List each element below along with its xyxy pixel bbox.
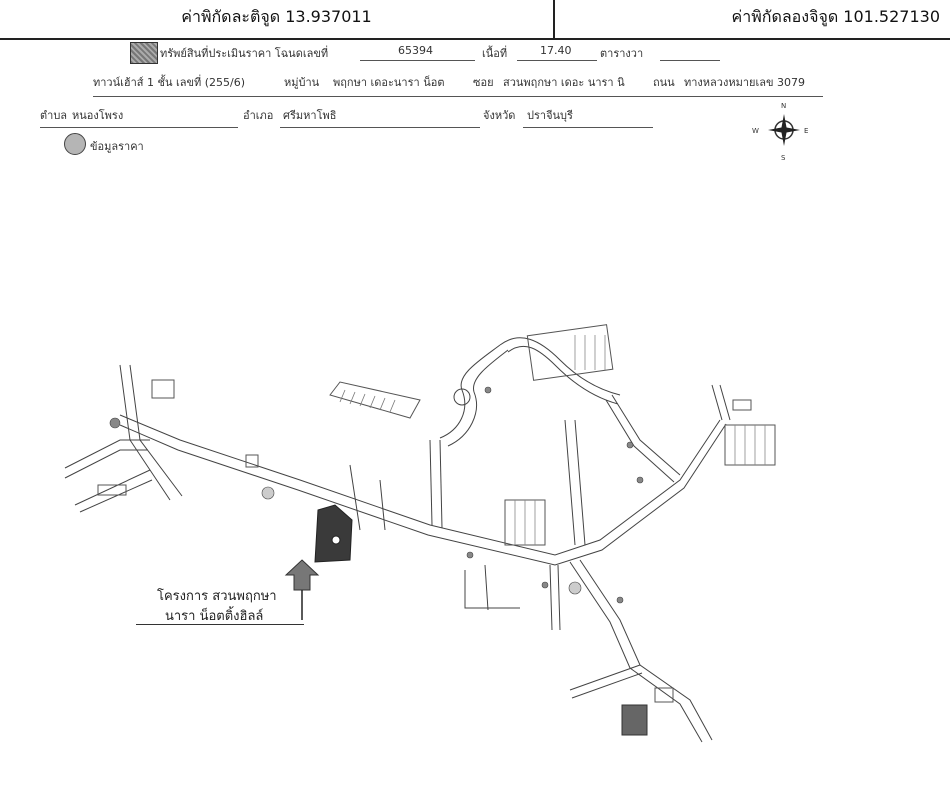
ring-loop-edge — [507, 345, 619, 405]
tambon-label: ตำบล — [40, 109, 68, 122]
west-vertical — [119, 364, 171, 501]
longitude-label: ค่าพิกัดลองจิจูด 101.527130 — [731, 7, 940, 26]
project-site-marker — [331, 535, 341, 545]
province-underline — [523, 127, 653, 128]
housing-block-south — [621, 704, 648, 736]
village-label: หมู่บ้าน — [284, 76, 320, 89]
compass-n: N — [781, 102, 786, 110]
building-west-1 — [151, 379, 175, 399]
housing-block-north — [329, 381, 421, 419]
road-network — [64, 337, 731, 743]
amphoe-value: ศรีมหาโพธิ — [283, 109, 337, 122]
tambon-value: หนองโพรง — [72, 109, 124, 122]
local-road-1 — [464, 570, 520, 609]
project-site-block — [314, 504, 353, 563]
landmark-icons — [109, 386, 644, 604]
project-access-edge — [379, 479, 386, 531]
far-east-road-edge — [719, 384, 731, 421]
housing-block-east — [724, 424, 776, 466]
price-data-circle-icon — [64, 133, 86, 155]
province-label: จังหวัด — [483, 109, 516, 122]
far-east-road — [711, 384, 723, 421]
amphoe-label: อำเภอ — [243, 109, 274, 122]
project-access — [349, 464, 361, 531]
village-value: พฤกษา เดอะนารา น็อต — [333, 76, 445, 89]
latitude-label: ค่าพิกัดละติจูด 13.937011 — [181, 7, 372, 26]
housing-block-ne — [526, 324, 614, 381]
province-value: ปราจีนบุรี — [527, 109, 573, 122]
south-spur — [549, 564, 553, 631]
deed-number: 65394 — [398, 44, 433, 57]
row2-underline — [93, 96, 823, 97]
landmark-office-icon — [541, 581, 549, 589]
north-ring-edge — [447, 349, 509, 447]
asset-label: ทรัพย์สินที่ประเมินราคา โฉนดเลขที่ — [160, 47, 329, 60]
south-branch — [569, 664, 641, 691]
sw-road — [74, 469, 151, 506]
ring-loop — [499, 337, 621, 396]
asset-swatch-icon — [130, 42, 158, 64]
sw-road-edge — [79, 479, 153, 513]
soi-value: สวนพฤกษา เดอะ นารา นิ — [503, 76, 625, 89]
compass-s: S — [781, 154, 786, 162]
compass-w: W — [752, 127, 759, 135]
north-connector-edge — [439, 439, 443, 529]
project-name-line2: นารา น็อตติ้งฮิลล์ — [165, 609, 264, 624]
south-road-edge — [569, 561, 703, 743]
west-road — [64, 439, 150, 469]
housing-blocks — [97, 324, 776, 736]
soi-label: ซอย — [473, 76, 494, 89]
east-road — [611, 394, 681, 476]
building-west-2 — [97, 484, 127, 496]
south-spur-edge — [557, 564, 561, 631]
area-unit: ตารางวา — [600, 47, 644, 60]
north-connector — [429, 439, 433, 526]
project-pointer-icon — [284, 559, 320, 620]
area-value: 17.40 — [540, 44, 572, 57]
project-label-underline — [136, 624, 304, 625]
landmark-school-icon — [261, 486, 275, 500]
landmark-bank-icon — [484, 386, 492, 394]
landmark-shop-icon — [626, 441, 634, 449]
local-road-2 — [484, 564, 489, 611]
road-label: ถนน — [653, 76, 675, 89]
landmark-village-icon — [636, 476, 644, 484]
coordinate-header: ค่าพิกัดละติจูด 13.937011 ค่าพิกัดลองจิจ… — [0, 0, 950, 40]
central-road — [564, 419, 576, 546]
building-east-1 — [732, 399, 752, 411]
building-south-1 — [654, 687, 674, 703]
roundabout — [453, 388, 471, 406]
east-road-edge — [605, 399, 675, 483]
west-road-edge — [64, 449, 148, 479]
header-divider — [553, 0, 555, 38]
tambon-underline — [40, 127, 238, 128]
unit-underline — [660, 60, 720, 61]
landmark-temple-icon — [109, 417, 121, 429]
compass-rose-icon: N S E W — [752, 100, 816, 164]
landmark-gas-icon — [568, 581, 582, 595]
legend-label: ข้อมูลราคา — [90, 140, 144, 153]
building-central-1 — [245, 454, 259, 468]
house-label: ทาวน์เฮ้าส์ 1 ชั้น เลขที่ (255/6) — [93, 76, 246, 89]
south-branch-edge — [571, 672, 643, 699]
compass-e: E — [804, 127, 808, 135]
main-highway — [119, 414, 721, 556]
area-underline — [517, 60, 597, 61]
deed-underline — [360, 60, 475, 61]
area-label: เนื้อที่ — [482, 47, 508, 60]
amphoe-underline — [280, 127, 480, 128]
west-vertical-edge — [129, 364, 183, 497]
road-value: ทางหลวงหมายเลข 3079 — [684, 76, 805, 89]
landmark-hospital-icon — [616, 596, 624, 604]
north-ring — [439, 344, 501, 439]
project-name-line1: โครงการ สวนพฤกษา — [157, 589, 277, 604]
landmark-market-icon — [466, 551, 474, 559]
central-road-edge — [574, 419, 586, 546]
main-highway-edge — [119, 423, 727, 566]
